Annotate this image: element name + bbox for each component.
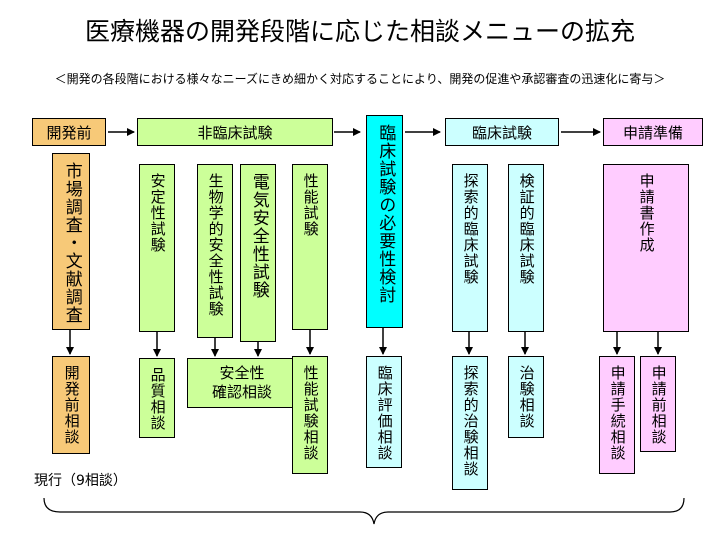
phase-clinical: 臨床試験 (445, 118, 559, 146)
consult-performance: 性能試験相談 (292, 356, 328, 474)
consult-clinical-eval: 臨床評価相談 (366, 356, 402, 468)
test-application-docs: 申請書作成 (603, 164, 689, 332)
consult-trial: 治験相談 (508, 356, 544, 438)
consult-exploratory-trial: 探索的治験相談 (452, 356, 488, 490)
consult-safety-line1: 安全性 (219, 363, 265, 382)
test-market-survey: 市場調査・文献調査 (52, 153, 90, 330)
consult-pre-application: 申請前相談 (640, 356, 676, 452)
current-count-label: 現行（9相談） (34, 473, 127, 489)
page-title: 医療機器の開発段階に応じた相談メニューの拡充 (84, 17, 635, 46)
phase-nonclinical: 非臨床試験 (137, 118, 333, 146)
test-performance: 性能試験 (292, 164, 328, 330)
test-electrical-safety: 電気安全性試験 (240, 164, 276, 342)
phase-application: 申請準備 (603, 118, 703, 146)
consult-safety-line2: 確認相談 (211, 383, 272, 401)
consult-application-proc: 申請手続相談 (599, 356, 635, 474)
consult-quality: 品質相談 (139, 358, 175, 438)
consult-safety: 安全性 確認相談 (187, 358, 297, 408)
phase-development: 開発前 (32, 118, 106, 146)
page-subtitle: ＜開発の各段階における様々なニーズにきめ細かく対応することにより、開発の促進や承… (54, 72, 666, 86)
consult-pre-development: 開発前相談 (52, 356, 90, 454)
test-confirmatory: 検証的臨床試験 (508, 164, 544, 332)
test-stability: 安定性試験 (139, 164, 175, 332)
test-exploratory: 探索的臨床試験 (452, 164, 488, 332)
phase-clinical-need: 臨床試験の必要性検討 (366, 115, 403, 328)
test-bio-safety: 生物学的安全性試験 (197, 164, 233, 338)
bottom-brace (43, 497, 685, 525)
